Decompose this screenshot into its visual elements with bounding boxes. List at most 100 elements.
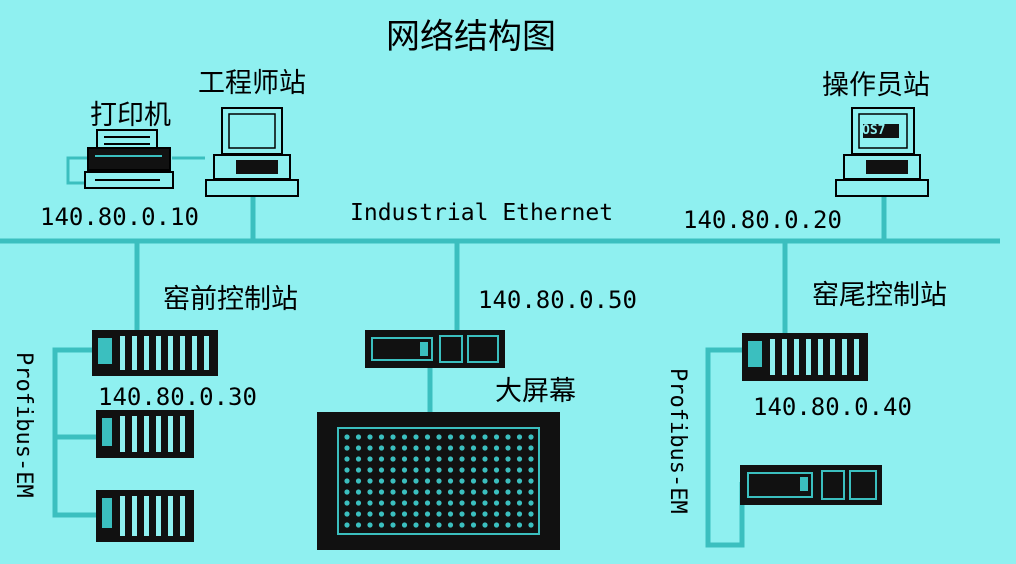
display-dot (344, 445, 350, 451)
display-dot (447, 511, 454, 517)
display-dot (493, 434, 500, 440)
display-dot (447, 522, 454, 528)
display-dot (367, 456, 373, 462)
display-dot (378, 456, 385, 462)
display-dot (459, 478, 465, 484)
engineer-ip-label: 140.80.0.10 (40, 203, 199, 231)
display-dot (505, 522, 511, 528)
display-dot (424, 478, 431, 484)
display-dot (505, 445, 511, 451)
display-dot (390, 489, 396, 495)
display-dot (344, 456, 350, 462)
display-dot (493, 511, 500, 517)
display-dot (378, 511, 385, 517)
display-dot (390, 511, 396, 517)
display-dot (482, 456, 488, 462)
display-dot (459, 522, 465, 528)
display-dot (378, 478, 385, 484)
printer-label: 打印机 (90, 100, 171, 131)
profibus-right-label: Profibus-EM (665, 368, 690, 514)
display-dot (493, 489, 500, 495)
display-dot (436, 456, 442, 462)
display-dot (344, 522, 350, 528)
display-dot (424, 511, 431, 517)
display-dot (390, 456, 396, 462)
display-dot (401, 500, 408, 506)
display-dot (401, 445, 408, 451)
display-dot (505, 456, 511, 462)
display-dot (367, 489, 373, 495)
kiln-head-station-label: 窑前控制站 (163, 284, 298, 315)
display-dot (344, 467, 350, 473)
display-dot (447, 467, 454, 473)
display-dot (367, 434, 373, 440)
display-dot (413, 522, 419, 528)
ethernet-bus-label: Industrial Ethernet (350, 200, 614, 226)
display-dot (401, 489, 408, 495)
display-dot (378, 489, 385, 495)
display-dot (505, 489, 511, 495)
display-dot (528, 445, 534, 451)
kiln-head-io-rack-1-icon (96, 410, 194, 458)
display-dot (482, 522, 488, 528)
display-dot (413, 456, 419, 462)
display-dot (413, 511, 419, 517)
display-dot (344, 489, 350, 495)
display-dot (436, 489, 442, 495)
operator-ip-label: 140.80.0.20 (683, 206, 842, 234)
display-dot (378, 434, 385, 440)
display-dot (355, 511, 362, 517)
display-dot (355, 500, 362, 506)
display-dot (355, 522, 362, 528)
display-dot (424, 489, 431, 495)
engineer-station-label: 工程师站 (198, 68, 306, 99)
display-dot (447, 456, 454, 462)
display-dot (459, 456, 465, 462)
connection-lines (0, 195, 1000, 548)
display-dot (447, 500, 454, 506)
display-dot (505, 511, 511, 517)
display-dot (459, 467, 465, 473)
display-dot (378, 522, 385, 528)
display-dot (413, 478, 419, 484)
operator-screen-text: OS7 (862, 123, 886, 138)
display-dot (436, 511, 442, 517)
display-dot (516, 434, 523, 440)
display-dot (493, 445, 500, 451)
display-dot (344, 500, 350, 506)
display-dot (344, 478, 350, 484)
display-dot (355, 445, 362, 451)
display-dot (413, 467, 419, 473)
profibus-right-line (705, 347, 748, 548)
display-dot (367, 445, 373, 451)
big-display-screen-icon (317, 412, 560, 550)
display-dot (436, 467, 442, 473)
big-screen-label: 大屏幕 (495, 376, 576, 407)
operator-station-label: 操作员站 (822, 70, 930, 101)
display-dot (459, 489, 465, 495)
display-dot (482, 434, 488, 440)
display-dot (528, 478, 534, 484)
profibus-left-label: Profibus-EM (11, 352, 36, 498)
kiln-head-plc-rack-icon (92, 330, 218, 376)
display-dot (390, 467, 396, 473)
display-dot (401, 434, 408, 440)
kiln-tail-ip-label: 140.80.0.40 (753, 393, 912, 421)
display-dot (470, 511, 477, 517)
display-dot (401, 511, 408, 517)
display-dot (424, 434, 431, 440)
kiln-tail-plc-rack-icon (742, 333, 868, 381)
display-dot (516, 478, 523, 484)
display-dot (516, 456, 523, 462)
big-screen-controller-icon (365, 330, 505, 368)
display-dot (424, 500, 431, 506)
display-dot (355, 467, 362, 473)
diagram-title: 网络结构图 (386, 17, 556, 57)
display-dot (390, 434, 396, 440)
display-dot (436, 478, 442, 484)
display-dot (413, 434, 419, 440)
display-dot (470, 456, 477, 462)
display-dot (528, 489, 534, 495)
